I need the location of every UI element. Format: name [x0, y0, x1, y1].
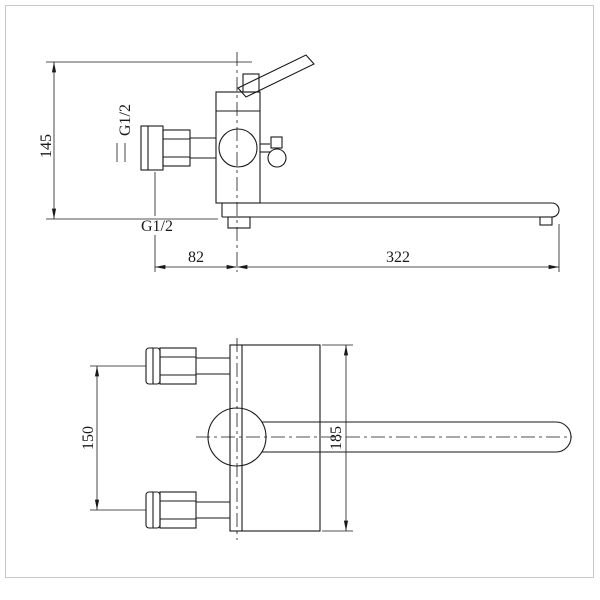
handle-lever: [237, 54, 315, 98]
spout-length-dimension-label: 322: [386, 249, 410, 266]
valve-body-circle: [218, 128, 258, 168]
wall-thread-label: G1/2: [117, 104, 134, 136]
plan-body: [229, 344, 321, 532]
upper-hex-nut: [159, 347, 197, 385]
plan-view: 150 185: [80, 338, 572, 540]
handle-neck: [242, 73, 260, 93]
spout-swivel-joint: [207, 407, 267, 467]
wall-flange: [140, 125, 164, 171]
outlet-fitting: [227, 216, 251, 229]
mount-centers-dimension-label: 150: [80, 426, 97, 450]
outlet-thread-label: G1/2: [141, 218, 173, 235]
body-depth-dimension-label: 185: [328, 426, 345, 450]
page-border: [5, 5, 594, 578]
offset-dimension-label: 82: [188, 249, 204, 266]
side-view: 145 G1/2 G1/2 82 322: [38, 52, 560, 272]
faucet-body: [215, 91, 261, 204]
spout-rounded-tip: [551, 202, 560, 218]
lower-hex-nut: [159, 491, 197, 529]
plan-dimensions: 150 185: [80, 344, 353, 532]
diverter-cap: [270, 136, 283, 149]
aerator: [539, 216, 553, 226]
height-dimension-label: 145: [38, 134, 55, 158]
plan-spout-tip: [555, 421, 572, 453]
diverter-knob: [267, 148, 287, 168]
eccentric-hex-nut: [162, 129, 191, 167]
side-dimensions: 145 G1/2 G1/2 82 322: [38, 61, 560, 272]
